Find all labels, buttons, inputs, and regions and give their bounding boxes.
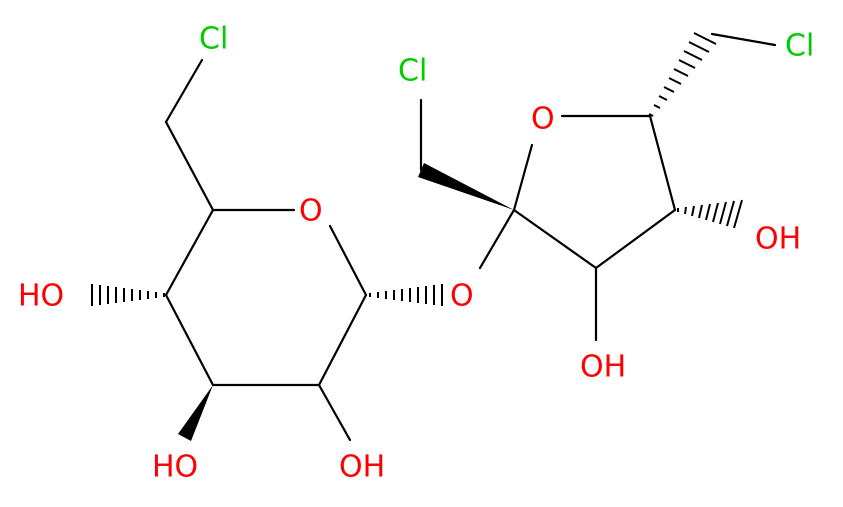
bond-c4-c5 [164,208,215,297]
atom-oh-left: HO [18,279,64,314]
hashed-bond-c4-oh [91,284,165,306]
hashed-bond-c1-o-link [369,284,443,306]
atom-oh-bottom-left: HO [152,450,198,485]
bond-c5f-c4f [648,114,677,212]
hashed-bond-c4f-oh [677,199,743,229]
atom-o-pyranose-ring: O [299,194,323,229]
bond-c3-c4 [164,293,215,387]
bond-o-link-c2f [478,208,516,270]
bond-c1-c2 [317,293,368,387]
bond-c4f-c3f [594,208,677,270]
wedge-bond-c2f-c1f [418,163,514,210]
atom-o-furanose-ring: O [531,102,555,137]
bond-c5-c6 [164,120,215,212]
atom-cl-top-middle: Cl [398,54,427,89]
wedge-bond-c3-oh [178,385,213,441]
atom-oh-bottom-middle: OH [339,450,385,485]
bond-c3f-c2f [512,208,598,270]
atom-o-glycosidic-link: O [450,279,474,314]
bond-c6f-cl3 [710,32,777,47]
atom-oh-furanose-right: OH [755,222,801,257]
bond-c2f-o-ring2 [512,143,534,212]
bond-c2-oh [317,383,352,442]
atom-oh-furanose-bottom: OH [580,350,626,385]
hashed-bond-c5f-c6f [648,32,717,117]
bond-c6-cl1 [164,58,204,124]
bond-o-ring1-c1 [328,224,368,297]
atom-cl-top-right: Cl [785,29,814,64]
atom-cl-top-left: Cl [199,22,228,57]
